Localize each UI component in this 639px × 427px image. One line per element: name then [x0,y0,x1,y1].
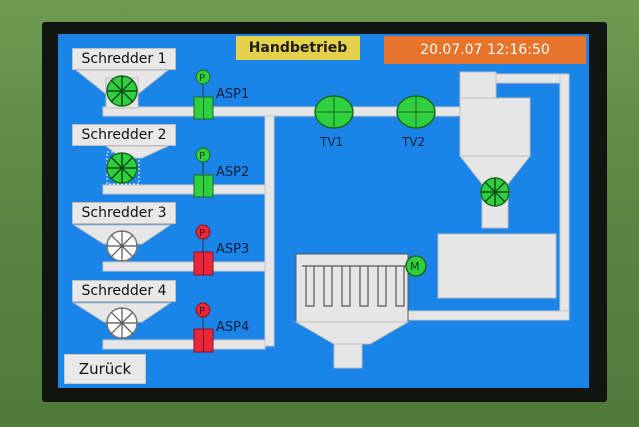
back-button[interactable]: Zurück [64,354,146,384]
pump-indicator-icon [195,69,211,85]
pump-indicator-icon [195,302,211,318]
filter-unit[interactable] [294,253,410,369]
valve-asp3[interactable] [193,224,214,276]
hmi-screen: P P P P ASP1 ASP2 ASP3 ASP4 TV1 TV2 [58,34,589,388]
transport-fan-tv2[interactable] [396,95,436,129]
motor-label: M [410,260,420,273]
filter-motor[interactable] [405,255,427,277]
datetime-display: 20.07.07 12:16:50 [384,36,586,64]
shredder-3-label[interactable]: Schredder 3 [72,202,176,224]
pump-indicator-icon [195,147,211,163]
valve-asp1-label: ASP1 [216,87,249,102]
pipe-network [102,73,570,350]
shredder-4-label[interactable]: Schredder 4 [72,280,176,302]
storage-container[interactable] [437,233,557,299]
process-diagram: P P P P ASP1 ASP2 ASP3 ASP4 TV1 TV2 [72,69,570,369]
shredder-1[interactable] [74,69,170,109]
shredder-3[interactable] [72,224,172,262]
valve-asp2-label: ASP2 [216,165,249,180]
valve-asp4[interactable] [193,302,214,353]
operating-mode-indicator: Handbetrieb [236,36,360,60]
valve-asp1[interactable] [193,69,214,120]
valve-asp2[interactable] [193,147,214,198]
pump-3-tag: P [199,228,205,239]
valve-asp3-label: ASP3 [216,242,249,257]
shredder-1-label[interactable]: Schredder 1 [72,48,176,70]
motor-icon [405,255,427,277]
shredder-4[interactable] [72,302,172,339]
pump-4-tag: P [199,306,205,317]
fan-tv2-label: TV2 [401,135,425,149]
cyclone-separator[interactable] [458,71,532,229]
shredder-2-label[interactable]: Schredder 2 [72,124,176,146]
shredder-2[interactable] [104,145,169,185]
valve-asp4-label: ASP4 [216,320,249,335]
pump-indicator-icon [195,224,211,240]
pump-2-tag: P [199,151,205,162]
fan-tv1-label: TV1 [319,135,343,149]
pump-1-tag: P [199,73,205,84]
transport-fan-tv1[interactable] [314,95,354,129]
